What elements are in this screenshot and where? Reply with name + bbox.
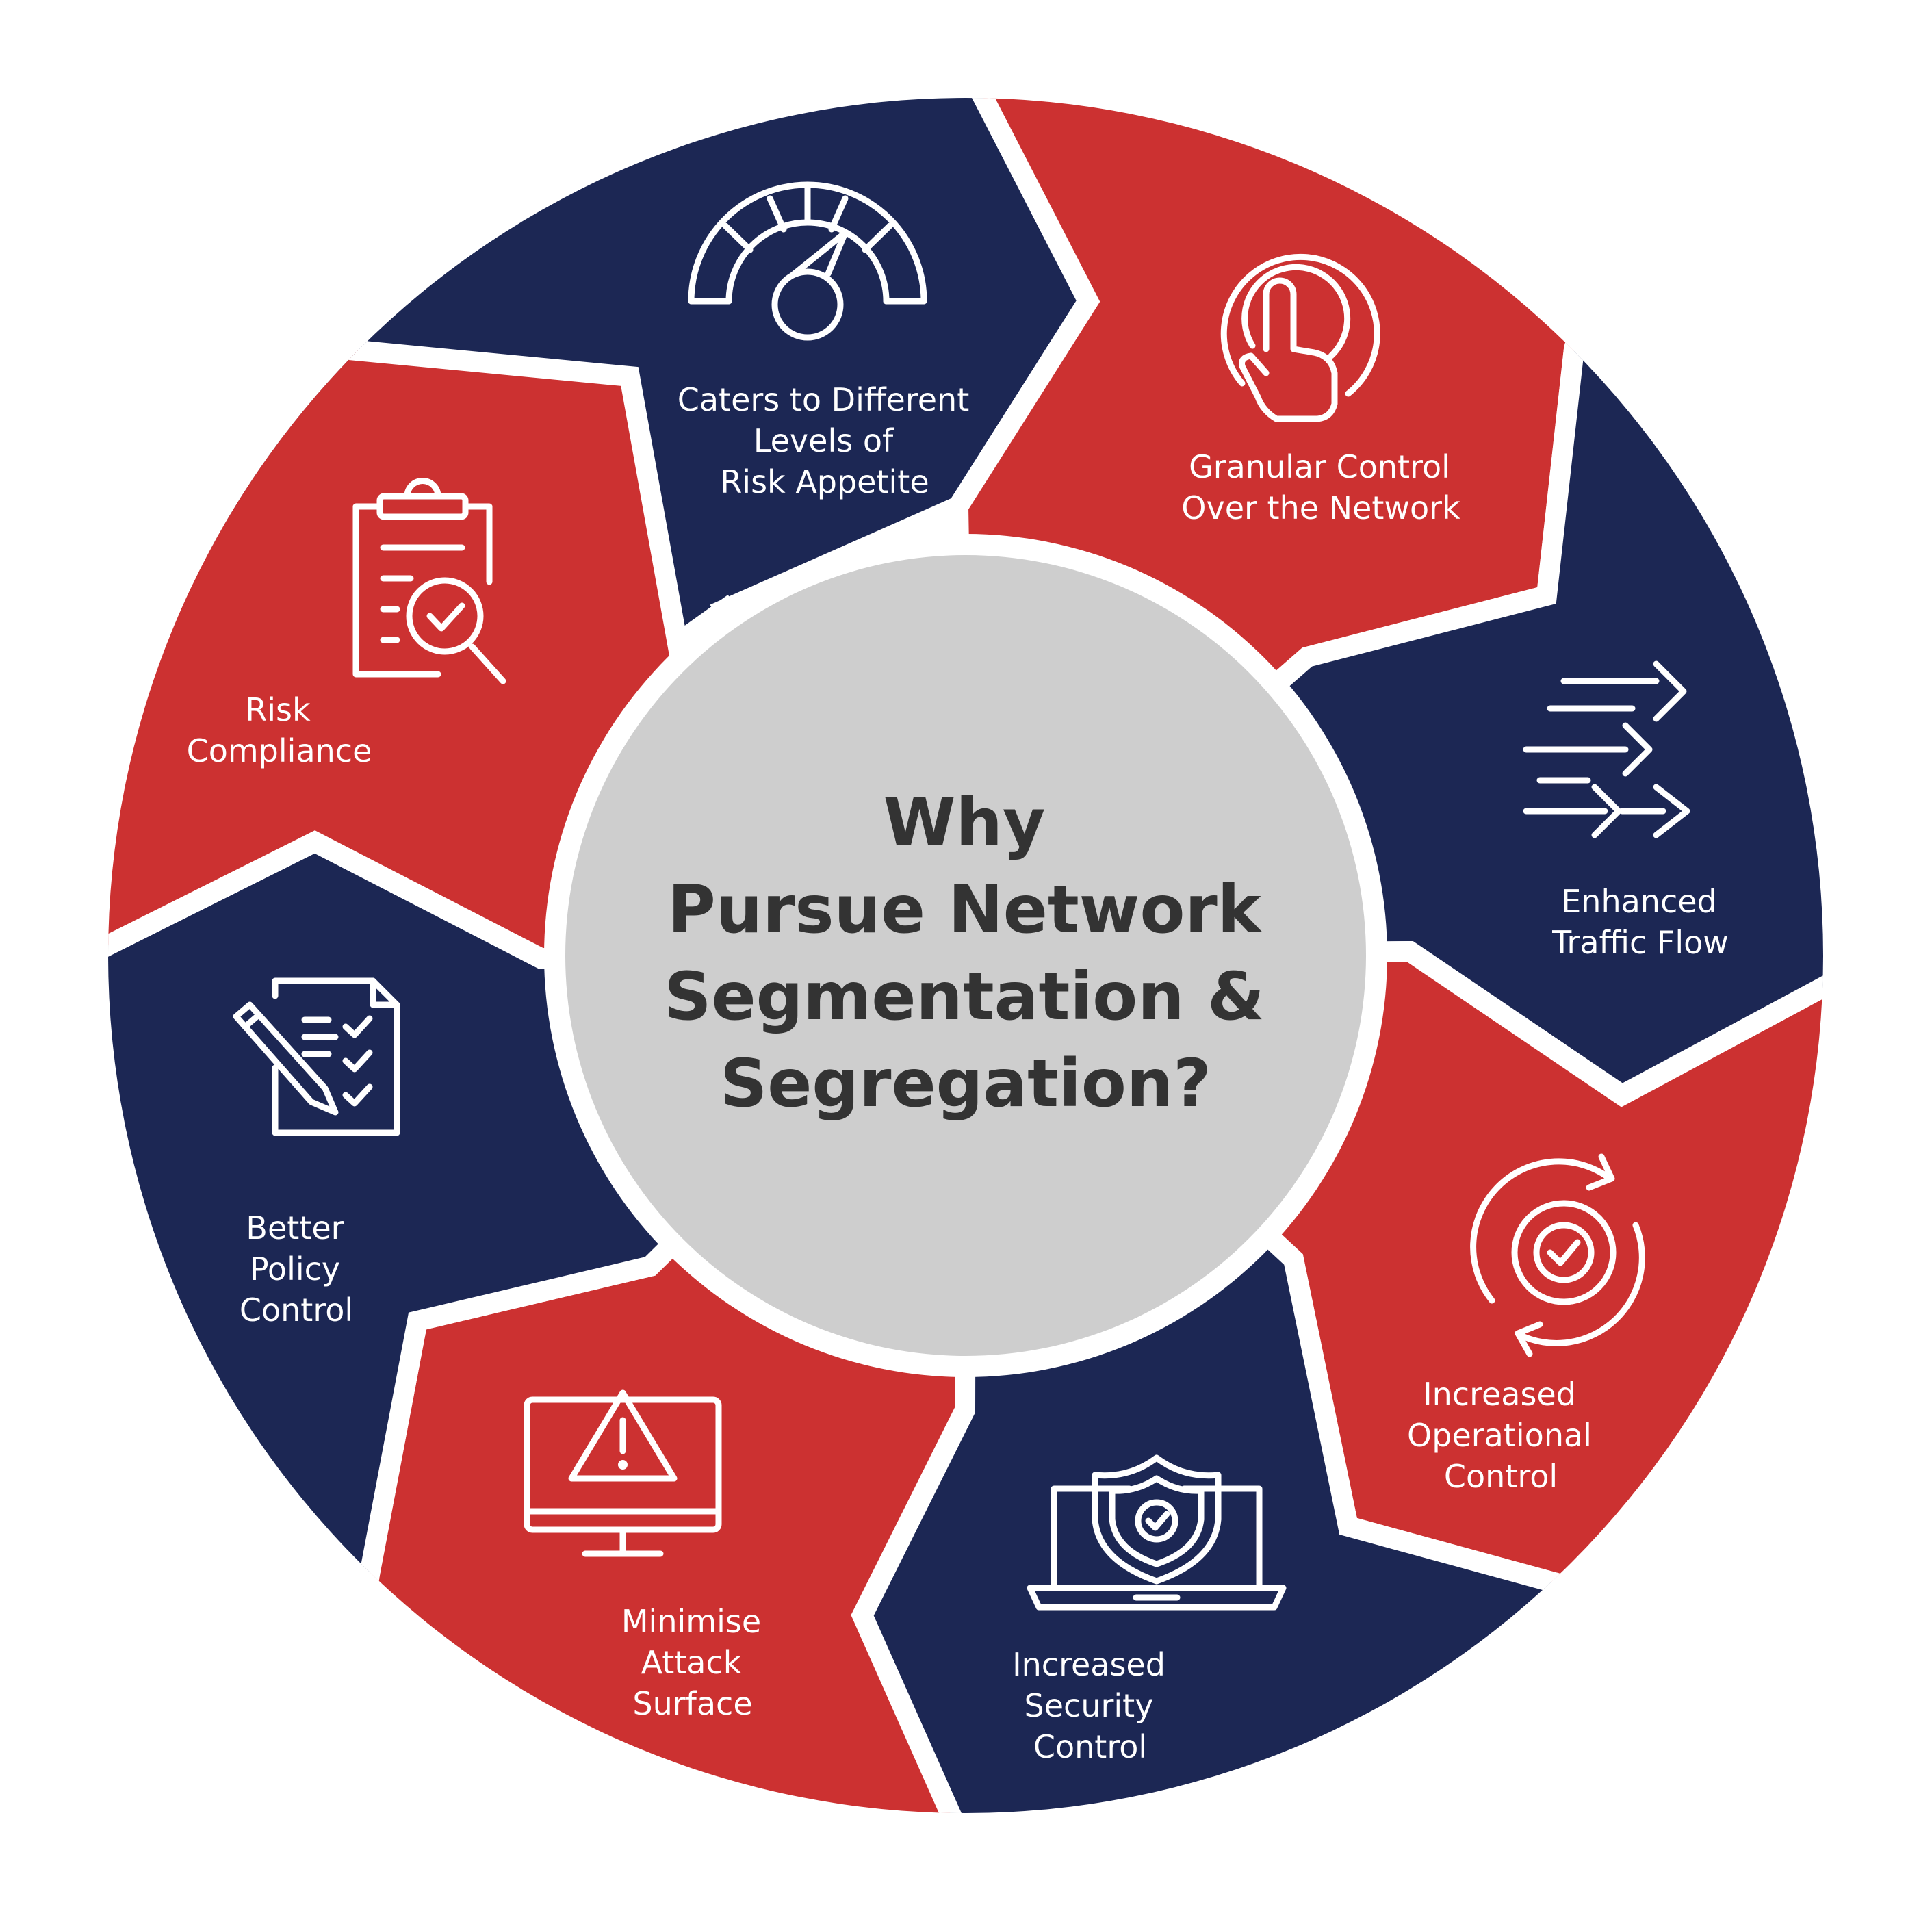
laptop-shield-icon bbox=[1027, 1454, 1287, 1611]
monitor-warning-icon bbox=[524, 1389, 722, 1557]
center-disc bbox=[565, 555, 1366, 1356]
center-title: Why Pursue Network Segmentation & Segreg… bbox=[664, 784, 1267, 1122]
arrows-icon bbox=[1523, 660, 1690, 838]
label-operational-control: Increased Operational Control bbox=[1407, 1376, 1595, 1495]
segment-labels: Caters to Different Levels of Risk Appet… bbox=[187, 381, 1729, 1765]
touch-icon bbox=[1220, 253, 1380, 422]
gauge-icon bbox=[688, 181, 927, 341]
label-traffic-flow: Enhanced Traffic Flow bbox=[1551, 883, 1729, 961]
label-risk-compliance: Risk Compliance bbox=[187, 691, 372, 769]
label-security-control: Increased Security Control bbox=[1012, 1646, 1168, 1765]
document-pen-icon bbox=[233, 977, 400, 1136]
label-policy-control: Better Policy Control bbox=[240, 1209, 353, 1329]
label-attack-surface: Minimise Attack Surface bbox=[621, 1603, 764, 1722]
label-risk-appetite: Caters to Different Levels of Risk Appet… bbox=[678, 381, 973, 500]
gear-check-icon bbox=[1470, 1153, 1645, 1357]
label-granular-control: Granular Control Over the Network bbox=[1181, 448, 1460, 526]
clipboard-search-icon bbox=[352, 478, 506, 684]
